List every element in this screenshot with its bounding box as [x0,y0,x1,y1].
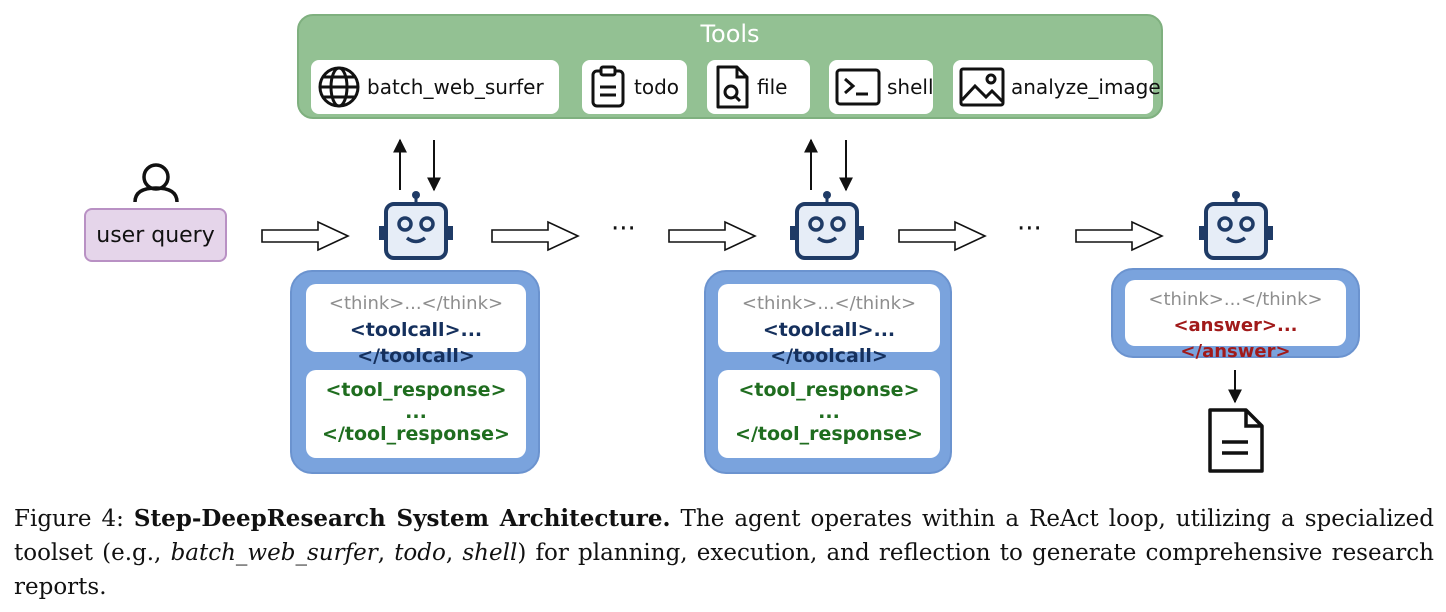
flow-arrow-2 [491,220,580,252]
tool-label: shell [887,75,934,99]
tool-analyze-image: analyze_image [953,60,1161,114]
tool-response-open: <tool_response> [738,379,920,401]
caption-separator: , [377,540,395,566]
think-tag: <think>...</think> [741,293,917,314]
think-tag: <think>...</think> [1148,289,1323,310]
user-icon [133,163,179,203]
tool-shell: shell [829,60,934,114]
clipboard-icon [591,65,625,108]
flow-arrow-5 [1075,220,1164,252]
caption-tool: todo [394,540,446,566]
user-query-box: user query [84,208,227,262]
final-step-container: <think>...</think> <answer>...</answer> [1111,268,1360,362]
tool-response-card: <tool_response> ... </tool_response> [718,370,940,458]
tool-label: todo [634,75,680,99]
tools-title: Tools [700,20,760,48]
tool-label: file [757,75,788,99]
reasoning-card: <think>...</think> <toolcall>...</toolca… [306,284,526,367]
caption-tool: shell [462,540,518,566]
tool-response-close: </tool_response> [322,423,510,445]
tool-batch-web-surfer: batch_web_surfer [311,60,559,114]
caption-text: ) for planning, execution, and reflectio… [14,540,1434,600]
terminal-icon [835,68,881,106]
answer-card: <think>...</think> <answer>...</answer> [1125,280,1346,362]
step-container-2: <think>...</think> <toolcall>...</toolca… [704,270,952,474]
figure-label: Figure 4: [14,506,124,532]
toolcall-tag: <toolcall>...</toolcall> [762,319,896,367]
tool-label: analyze_image [1011,75,1161,99]
tool-response-ellipsis: ... [405,401,427,423]
tool-response-open: <tool_response> [325,379,507,401]
tool-todo: todo [582,60,687,114]
tools-panel: Tools batch_web_surfer todo file [297,14,1163,119]
caption-text: The agent operates within a ReAct loop, … [14,506,1434,566]
flow-arrow-3 [668,220,757,252]
file-search-icon [716,65,749,109]
ellipsis-1: ··· [611,214,636,244]
ellipsis-2: ··· [1017,214,1042,244]
tool-response-ellipsis: ... [818,401,840,423]
robot-icon [1199,191,1273,260]
step-container-1: <think>...</think> <toolcall>...</toolca… [290,270,540,474]
reasoning-card: <think>...</think> <toolcall>...</toolca… [718,284,940,367]
globe-icon [318,66,360,108]
document-icon [1208,408,1264,473]
image-icon [959,67,1005,107]
toolcall-tag: <toolcall>...</toolcall> [349,319,483,367]
answer-tag: <answer>...</answer> [1173,315,1298,362]
tool-response-card: <tool_response> ... </tool_response> [306,370,526,458]
caption-title: Step-DeepResearch System Architecture. [133,505,671,532]
figure-caption: Figure 4: Step-DeepResearch System Archi… [14,502,1434,604]
flow-arrow-1 [261,220,350,252]
robot-icon [790,191,864,260]
think-tag: <think>...</think> [328,293,504,314]
tool-response-close: </tool_response> [735,423,923,445]
flow-arrow-4 [898,220,987,252]
user-query-label: user query [96,222,215,248]
caption-tool: batch_web_surfer [170,540,378,566]
robot-icon [379,191,453,260]
caption-separator: , [445,540,463,566]
tool-file: file [707,60,810,114]
diagram-overlay [133,138,1273,473]
tool-label: batch_web_surfer [367,75,544,99]
